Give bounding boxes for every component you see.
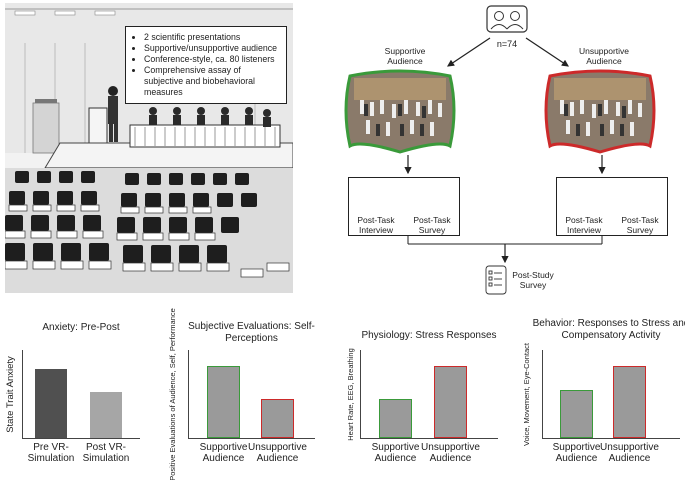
x-axis xyxy=(188,438,315,439)
chart-title: Physiology: Stress Responses xyxy=(361,330,497,341)
bullet-item: 2 scientific presentations xyxy=(144,32,282,43)
x-tick-label: Unsupportive Audience xyxy=(421,442,480,464)
bar xyxy=(35,369,67,438)
bullet-item: Conference-style, ca. 80 listeners xyxy=(144,54,282,65)
y-axis xyxy=(22,350,23,438)
survey-label: Post-Task Survey xyxy=(621,215,659,235)
y-axis-label: Positive Evaluations of Audience, Self, … xyxy=(167,307,177,480)
bar xyxy=(613,365,646,438)
post-study-survey-icon xyxy=(485,265,507,295)
chart-title: Anxiety: Pre-Post xyxy=(42,322,120,333)
bullet-item: Supportive/unsupportive audience xyxy=(144,43,282,54)
bar xyxy=(90,392,122,438)
bar xyxy=(261,399,294,438)
y-axis-label: Voice, Movement, Eye-Contact xyxy=(521,342,531,446)
x-axis xyxy=(542,438,680,439)
survey-label: Post-Task Survey xyxy=(413,215,451,235)
x-tick-label: Supportive Audience xyxy=(371,442,420,464)
x-tick-label: Supportive Audience xyxy=(199,442,248,464)
unsupportive-post-task-box: Post-Task Interview Post-Task Survey xyxy=(556,177,668,236)
unsupportive-audience-label: Unsupportive Audience xyxy=(578,46,630,66)
study-flow-diagram: n=74 Supportive Audience Unsupportive Au… xyxy=(300,0,685,300)
bar xyxy=(379,399,412,438)
x-tick-label: Supportive Audience xyxy=(552,442,601,464)
bar xyxy=(207,365,240,438)
bar-chart: Subjective Evaluations: Self-Perceptions… xyxy=(160,0,330,480)
y-axis xyxy=(542,350,543,438)
conference-illustration: 2 scientific presentations Supportive/un… xyxy=(5,3,293,293)
study-info-box: 2 scientific presentations Supportive/un… xyxy=(125,26,287,104)
x-tick-label: Unsupportive Audience xyxy=(248,442,307,464)
chart-title: Behavior: Responses to Stress and Compen… xyxy=(532,318,685,341)
participants-icon xyxy=(486,5,528,33)
bar xyxy=(434,365,467,438)
post-study-survey-label: Post-Study Survey xyxy=(512,270,554,290)
supportive-vr-scene xyxy=(344,69,456,154)
chart-title: Subjective Evaluations: Self-Perceptions xyxy=(188,321,315,344)
y-axis xyxy=(360,350,361,438)
interview-label: Post-Task Interview xyxy=(357,215,395,235)
x-tick-label: Pre VR-Simulation xyxy=(27,442,75,464)
y-axis-label: State Trait Anxiety xyxy=(4,355,16,433)
x-tick-label: Post VR-Simulation xyxy=(82,442,130,464)
unsupportive-vr-scene xyxy=(544,69,656,154)
y-axis xyxy=(188,350,189,438)
participants-count: n=74 xyxy=(496,39,518,49)
x-axis xyxy=(22,438,140,439)
interview-label: Post-Task Interview xyxy=(565,215,603,235)
x-tick-label: Unsupportive Audience xyxy=(600,442,659,464)
x-axis xyxy=(360,438,498,439)
y-axis-label: Heart Rate, EEG, Breathing xyxy=(345,347,355,441)
bar xyxy=(560,390,593,438)
bullet-item: Comprehensive assay of subjective and bi… xyxy=(144,65,282,98)
supportive-post-task-box: Post-Task Interview Post-Task Survey xyxy=(348,177,460,236)
bar-chart: Behavior: Responses to Stress and Compen… xyxy=(515,0,685,479)
supportive-audience-label: Supportive Audience xyxy=(384,46,426,66)
